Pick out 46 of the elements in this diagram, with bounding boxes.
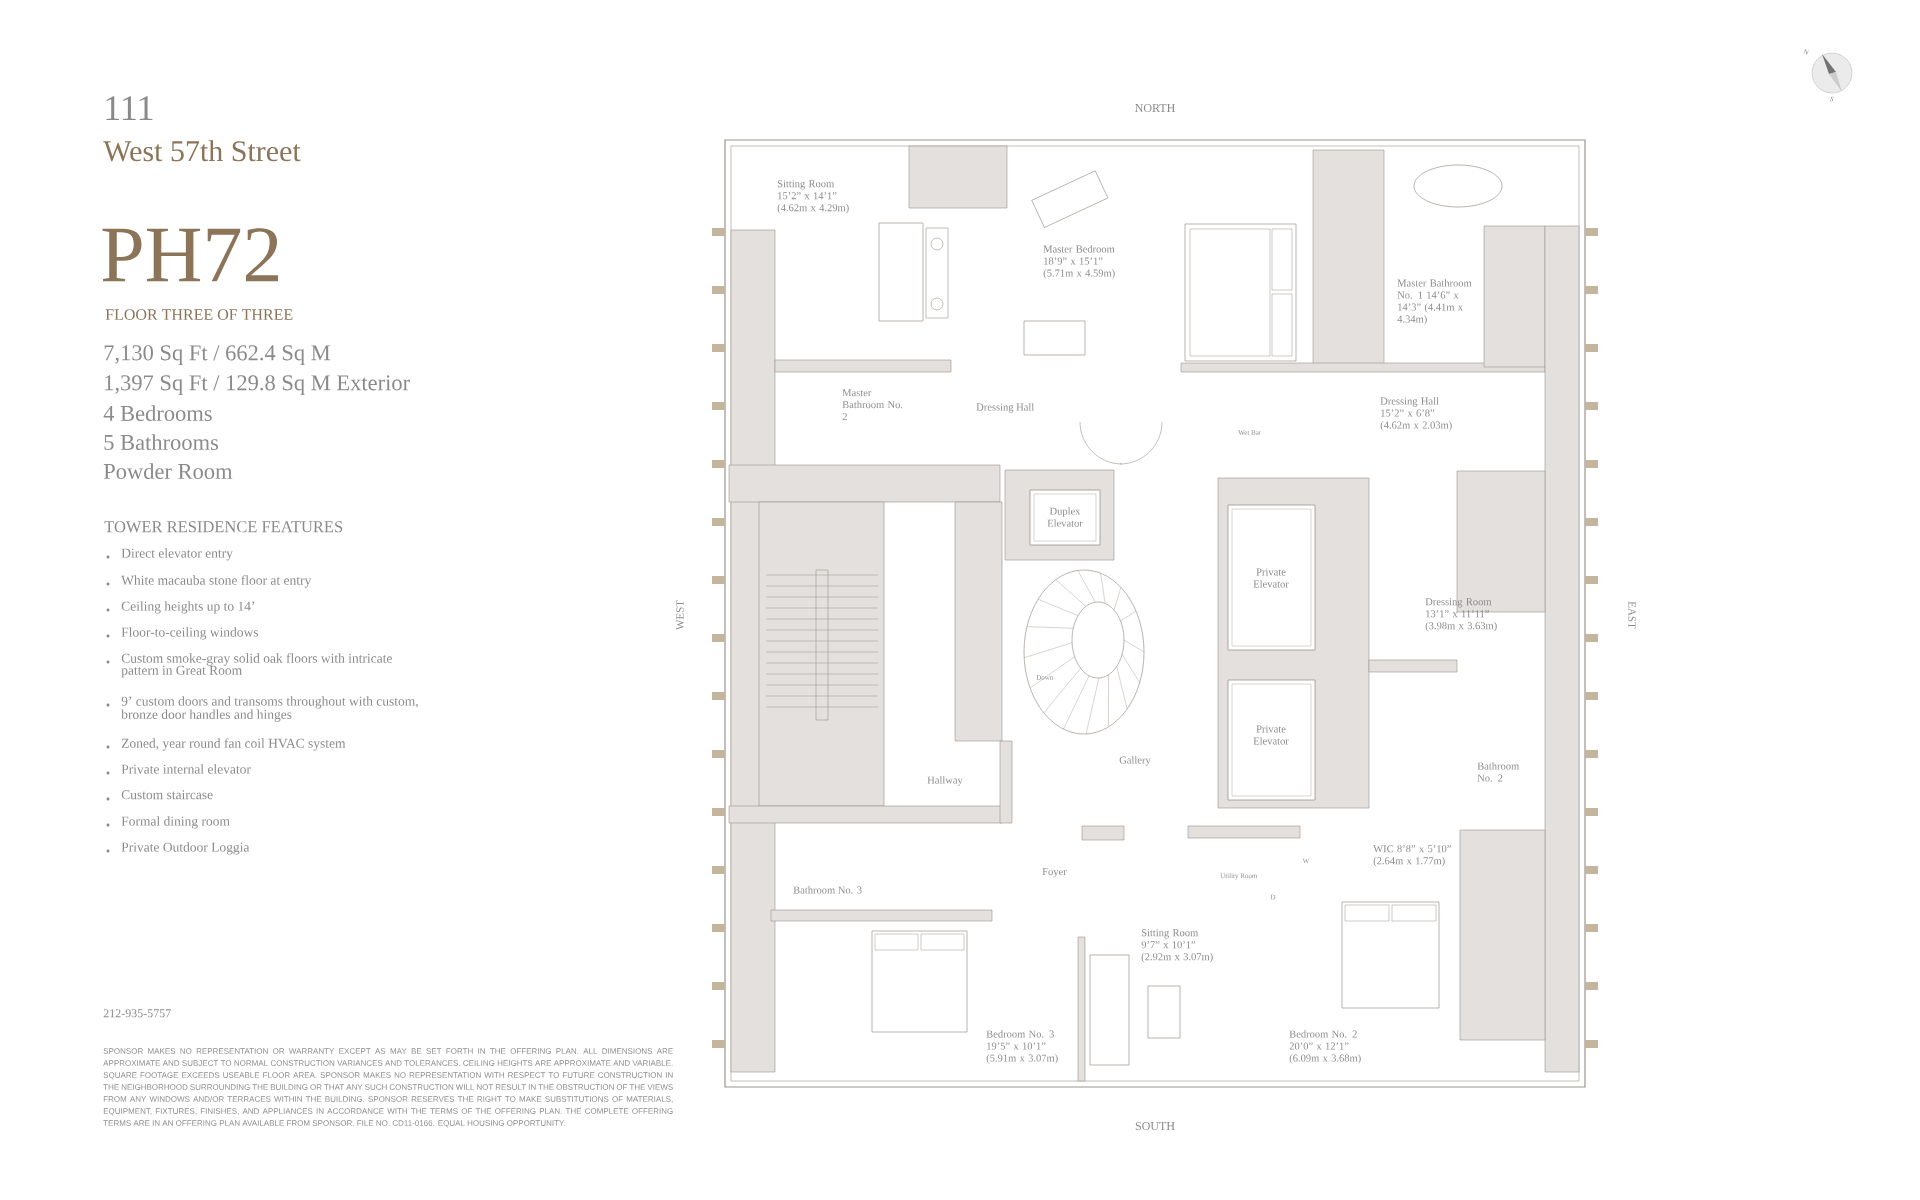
feature-item: Private Outdoor Loggia bbox=[121, 842, 250, 855]
room-label: Bathroom No. 3 bbox=[793, 886, 862, 894]
features-heading: TOWER RESIDENCE FEATURES bbox=[104, 521, 343, 533]
feature-item: Floor-to-ceiling windows bbox=[121, 627, 259, 640]
room-label: Sitting Room 9’7” x 10’1” (2.92m x 3.07m) bbox=[1141, 929, 1213, 963]
room-label: Hallway bbox=[927, 776, 963, 786]
room-label: Private Elevator bbox=[1253, 568, 1289, 588]
phone-number: 212-935-5757 bbox=[103, 1009, 171, 1018]
direction-label: EAST bbox=[1628, 601, 1636, 629]
room-label: Duplex Elevator bbox=[1047, 507, 1083, 527]
building-number: 111 bbox=[106, 96, 153, 120]
area-text: 1,397 Sq Ft / 129.8 Sq M Exterior bbox=[105, 375, 410, 395]
building-name: West 57th Street bbox=[103, 140, 301, 162]
feature-item: White macauba stone floor at entry bbox=[121, 575, 312, 588]
feature-item: Ceiling heights up to 14’ bbox=[121, 601, 255, 614]
feature-item: Custom staircase bbox=[121, 790, 213, 800]
room-label: Bathroom No. 2 bbox=[1477, 762, 1520, 782]
area-text: 7,130 Sq Ft / 662.4 Sq M bbox=[104, 345, 331, 365]
room-label: Master Bedroom 18’9” x 15’1” (5.71m x 4.59m) bbox=[1043, 245, 1115, 279]
unit-heading: PH72 bbox=[102, 228, 279, 282]
room-label: Foyer bbox=[1042, 868, 1067, 878]
bathroom-count: 5 Bathrooms bbox=[104, 434, 219, 451]
floor-subtitle: FLOOR THREE OF THREE bbox=[105, 309, 293, 320]
direction-label: WEST bbox=[676, 600, 684, 630]
room-label: WIC 8’8” x 5’10” (2.64m x 1.77m) bbox=[1373, 845, 1451, 867]
room-label: Bedroom No. 3 19’5” x 10’1” (5.91m x 3.07m) bbox=[986, 1030, 1058, 1064]
feature-item: Direct elevator entry bbox=[121, 548, 233, 561]
room-label: Dressing Hall bbox=[976, 403, 1034, 413]
direction-label: NORTH bbox=[1135, 103, 1175, 113]
bedroom-count: 4 Bedrooms bbox=[103, 405, 212, 422]
room-label: Private Elevator bbox=[1253, 725, 1289, 745]
room-label: Gallery bbox=[1119, 756, 1151, 766]
room-label: Master Bathroom No. 2 bbox=[842, 389, 903, 421]
feature-item: Zoned, year round fan coil HVAC system bbox=[121, 738, 346, 751]
feature-item: Custom smoke-gray solid oak floors with intricate pattern in Great Room bbox=[121, 653, 392, 678]
disclaimer-text: SPONSOR MAKES NO REPRESENTATION OR WARRANTY EXCEPT AS MAY BE SET FORTH IN THE OFFERING PLAN. ALL DIMENSIONS ARE APPROXIMATE AND SUBJECT TO NORMAL CONSTRUCTION VARIANCES AND TOLERANCES. CEILING HEIGHTS ARE APPROXIMATE AND VARIABLE. SQUARE FOOTAGE EXCEEDS USEABLE FLOOR AREA. SPONSOR MAKES NO REPRESENTATION WITH RESPECT TO FUTURE CONSTRUCTION IN THE NEIGHBORHOOD SURROUNDING THE BUILDING OR THAT ANY SUCH CONSTRUCTION WILL NOT RESULT IN THE OBSTRUCTION OF THE VIEWS FROM ANY WINDOWS AND/OR TERRACES WITHIN THE BUILDING. SPONSOR RESERVES THE RIGHT TO MAKE SUBSTITUTIONS OF MATERIALS, EQUIPMENT, FIXTURES, FINISHES, AND APPLIANCES IN ACCORDANCE WITH THE TERMS OF THE OFFERING PLAN. THE COMPLETE OFFERING TERMS ARE IN AN OFFERING PLAN AVAILABLE FROM SPONSOR. FILE NO. CD11-0166. EQUAL HOUSING OPPORTUNITY. bbox=[103, 1048, 673, 1128]
feature-item: 9’ custom doors and transoms throughout with custom, bronze door handles and hinges bbox=[121, 696, 418, 722]
feature-item: Private internal elevator bbox=[121, 764, 251, 774]
room-label: Bedroom No. 2 20’0” x 12’1” (6.09m x 3.68m) bbox=[1289, 1030, 1361, 1064]
room-label: Master Bathroom No. 1 14’6” x 14’3” (4.41m x 4.34m) bbox=[1397, 279, 1472, 325]
room-label: Dressing Hall 15’2” x 6’8” (4.62m x 2.03m) bbox=[1380, 397, 1452, 431]
feature-item: Formal dining room bbox=[121, 816, 230, 829]
room-label: Sitting Room 15’2” x 14’1” (4.62m x 4.29m) bbox=[777, 180, 849, 214]
room-label: Dressing Room 13’1” x 11’11” (3.98m x 3.63m) bbox=[1425, 598, 1497, 632]
direction-label: SOUTH bbox=[1135, 1122, 1175, 1131]
room-feature-text: Powder Room bbox=[103, 463, 233, 480]
